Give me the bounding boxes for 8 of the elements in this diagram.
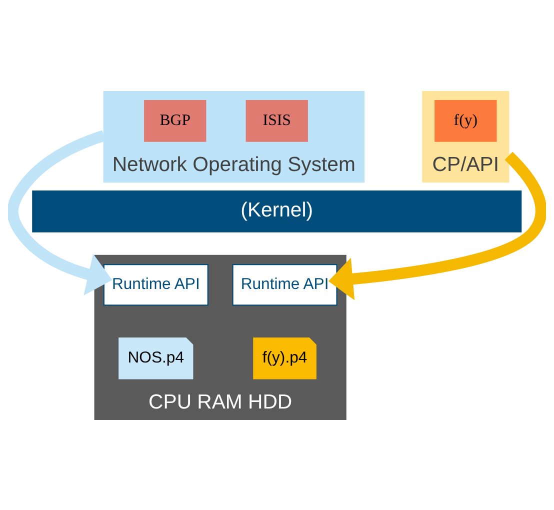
node-box: ISIS [246, 100, 308, 142]
arrow [8, 130, 112, 295]
node-box: Runtime API [103, 263, 208, 306]
node-box: Runtime API [232, 263, 338, 306]
node-box: (Kernel) [32, 190, 522, 232]
node-box: BGP [144, 100, 206, 142]
arrow [328, 151, 546, 300]
node-box: f(y) [434, 100, 497, 142]
